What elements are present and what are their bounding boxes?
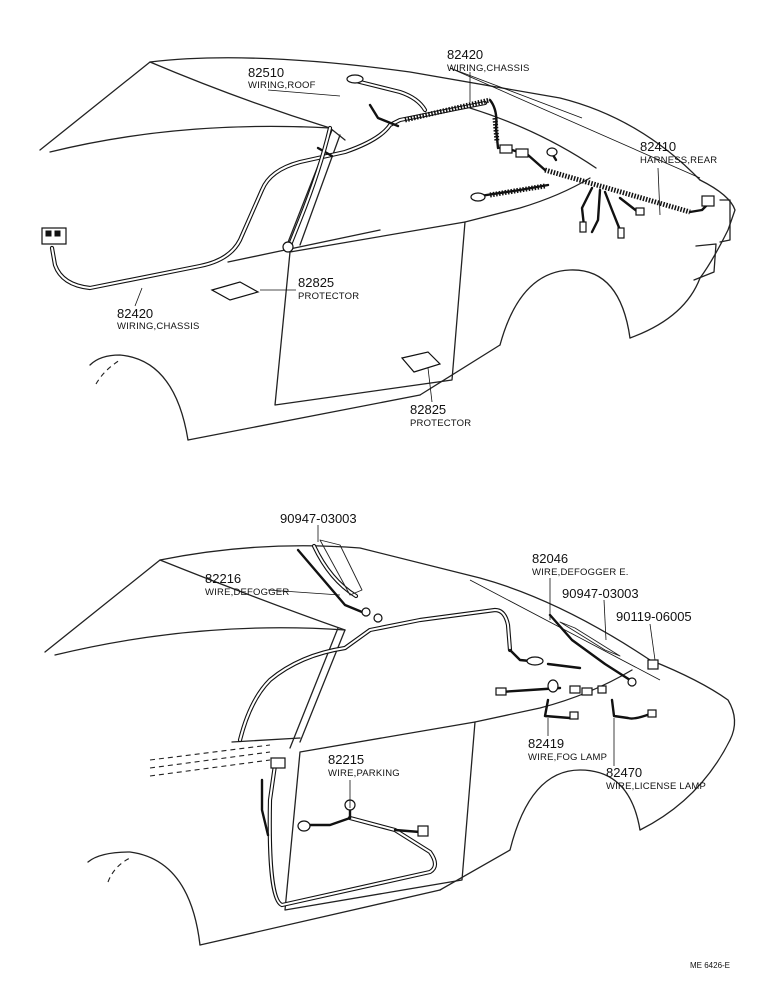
label-82825-b-no: 82825 [410,402,447,417]
label-90947-a-no: 90947-03003 [280,511,357,526]
label-82470-no: 82470 [606,765,643,780]
label-82825-a-no: 82825 [298,275,335,290]
label-82216-name: WIRE,DEFOGGER [205,587,290,598]
label-82420-left-name: WIRING,CHASSIS [117,321,200,332]
label-90947-b-no: 90947-03003 [562,586,639,601]
label-82420-top-no: 82420 [447,47,484,62]
label-82825-a-name: PROTECTOR [298,291,360,302]
car-body-bottom [44,545,736,946]
label-82419-name: WIRE,FOG LAMP [528,752,608,763]
label-82419-no: 82419 [528,736,565,751]
label-82215-name: WIRE,PARKING [328,768,400,779]
label-82215-no: 82215 [328,752,365,767]
label-82046-name: WIRE,DEFOGGER E. [532,567,629,578]
label-82046-no: 82046 [532,551,569,566]
leaders-top [134,67,701,403]
label-82410-no: 82410 [640,139,677,154]
car-body-top [39,57,736,441]
label-82510-name: WIRING,ROOF [248,80,316,91]
wiring-bottom [237,539,659,908]
protector-pad-2 [400,351,442,373]
label-82216-no: 82216 [205,571,242,586]
label-90119-no: 90119-06005 [616,609,692,624]
diagram-code: ME 6426-E [690,961,731,970]
label-82420-top-name: WIRING,CHASSIS [447,63,530,74]
label-82470-name: WIRE,LICENSE LAMP [606,781,707,792]
label-82410-name: HARNESS,REAR [640,155,718,166]
leaders-bottom [267,525,661,808]
chassis-wiring-top [41,74,715,291]
label-82825-b-name: PROTECTOR [410,418,472,429]
label-82510-no: 82510 [248,65,285,80]
label-82420-left-no: 82420 [117,306,154,321]
protector-pad-1 [210,281,260,301]
